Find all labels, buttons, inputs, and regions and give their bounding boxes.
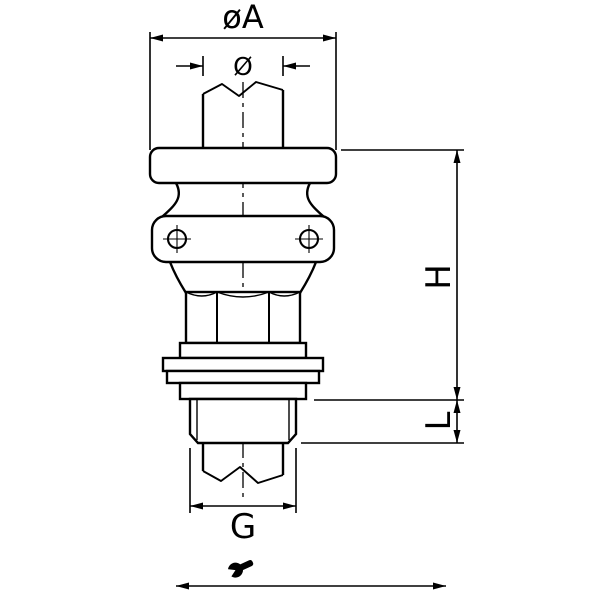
dimension-thread-length: L [301,400,464,444]
dimension-outer-diameter: øA [149,0,337,150]
break-line-bottom [202,466,284,484]
hex-chamfer-right [268,291,301,297]
part-outline [148,81,338,484]
body-hex-curve-right [298,261,318,294]
dimension-thread-size: G [189,448,297,547]
label-outer-diameter: øA [222,0,264,36]
top-flange [148,146,338,185]
washer-lower [165,369,321,385]
cable-stub-bottom [201,443,285,484]
dimension-cable-diameter: Ø [176,52,310,81]
step-ring [178,381,308,401]
dimension-wrench-size [176,559,446,590]
hex-chamfer-left [185,291,218,297]
label-thread-size: G [230,507,256,547]
hole-left [163,225,191,253]
cable-stub-top [201,81,285,150]
washer-upper [161,356,325,373]
hex-chamfer-center [216,291,270,298]
label-thread-length: L [419,411,459,430]
label-cable-diameter: Ø [233,52,253,81]
collar-ring [178,341,308,360]
dimension-height: H [314,149,464,401]
body-hex-curve-left [168,261,188,294]
hole-right [295,225,323,253]
hex-nut [184,290,302,345]
neck-curve-left [161,182,181,218]
break-line-top [202,81,284,97]
label-height: H [419,264,459,290]
thread-section [188,397,298,445]
body-bar [150,214,336,264]
wrench-icon [221,559,254,582]
neck-curve-right [305,182,325,218]
